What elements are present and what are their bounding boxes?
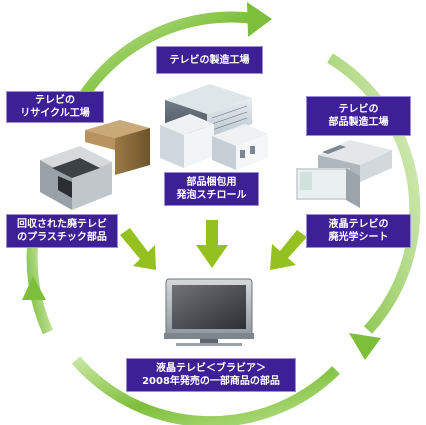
cycle-ring: [22, 2, 421, 425]
label-styrofoam: 部品梱包用 発泡スチロール: [164, 172, 259, 206]
label-recycle-factory: テレビの リサイクル工場: [6, 91, 104, 123]
label-optical-sheet: 液晶テレビの 廃光学シート: [306, 214, 411, 248]
label-bravia-parts: 液晶テレビ＜ブラビア＞ 2008年発売の一部商品の部品: [126, 358, 296, 392]
arrow-from-center: [196, 220, 228, 268]
ring-arrowhead-top-right: [247, 2, 272, 37]
arrow-from-left: [120, 228, 156, 270]
recycle-chamber: [40, 146, 112, 210]
ring-arrowhead-bottom-right: [349, 333, 381, 360]
parts-plant-icon: [296, 140, 392, 208]
label-parts-factory: テレビの 部品製造工場: [306, 96, 411, 136]
ring-arrowhead-left: [22, 276, 46, 300]
recycling-plant-icon: [40, 120, 150, 210]
factory-building-icon: [160, 84, 268, 170]
lcd-tv-icon: [164, 278, 254, 346]
label-used-plastic: 回収された廃テレビ のプラスチック部品: [6, 214, 118, 248]
label-tv-factory: テレビの製造工場: [156, 46, 263, 74]
inner-arrows: [120, 220, 307, 270]
arrow-from-right: [270, 230, 307, 270]
